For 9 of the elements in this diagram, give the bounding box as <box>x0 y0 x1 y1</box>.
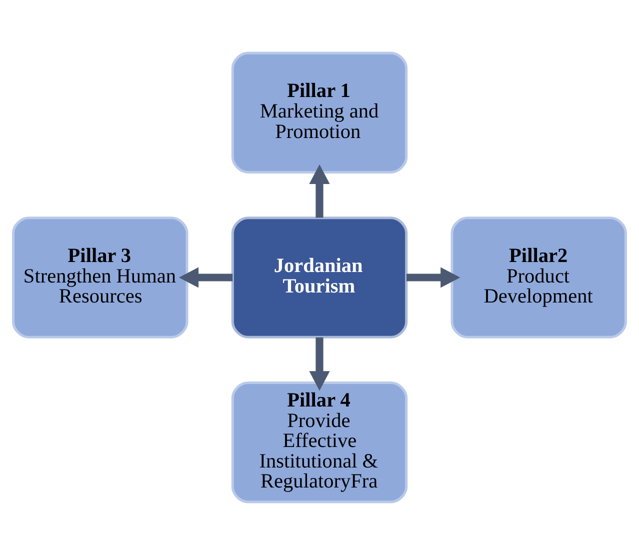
arrow <box>309 164 330 218</box>
arrow <box>309 336 330 390</box>
node-box: Pillar2 Product Development <box>450 216 627 338</box>
node-box: Jordanian Tourism <box>231 216 408 338</box>
node-box: Pillar 4 Provide Effective Institutional & RegulatoryFra <box>231 380 408 503</box>
node-box: Pillar 1 Marketing and Promotion <box>231 51 408 174</box>
arrow <box>406 266 460 288</box>
node-box: Pillar 3 Strengthen Human Resources <box>12 216 188 338</box>
arrow <box>178 266 233 288</box>
